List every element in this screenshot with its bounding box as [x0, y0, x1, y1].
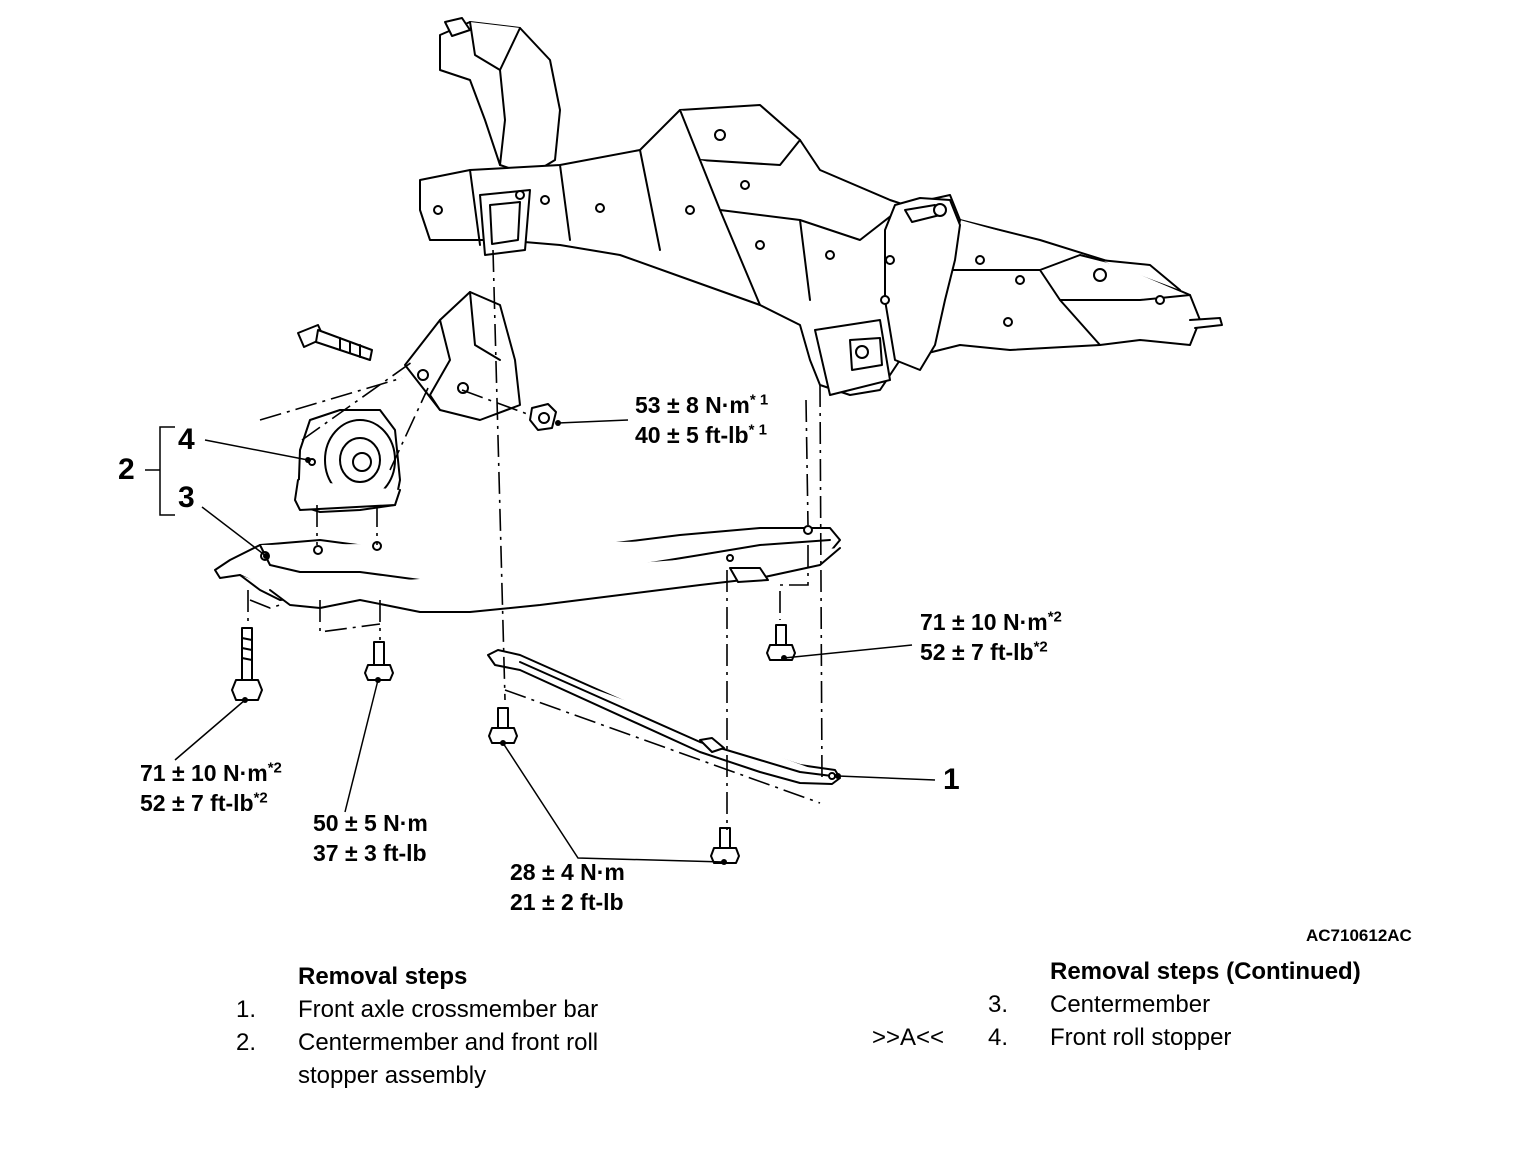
removal-steps-heading: Removal steps: [298, 963, 468, 990]
figure-code: AC710612AC: [1306, 926, 1412, 945]
roll-stopper-nut: [529, 403, 557, 431]
removal-steps-continued-heading: Removal steps (Continued): [1050, 958, 1361, 985]
torque-centermember-right: 71 ± 10 N·m*2 52 ± 7 ft-lb*2: [920, 608, 1062, 665]
leader-lines: [145, 419, 936, 863]
front-axle-crossmember-bar: [487, 649, 841, 785]
torque-roll-stopper-nut: 53 ± 8 N·m* 1 40 ± 5 ft-lb* 1: [635, 391, 769, 448]
step-item: >>A<< 4. Front roll stopper: [870, 1021, 1470, 1054]
step-item: 2. Centermember and front roll: [236, 1029, 599, 1056]
service-point-mark: >>A<<: [872, 1024, 945, 1051]
front-roll-stopper: [294, 409, 401, 513]
removal-steps-continued: Removal steps (Continued) 3. Centermembe…: [870, 955, 1470, 1054]
callout-1: 1: [943, 763, 960, 796]
step-item: 1. Front axle crossmember bar: [236, 996, 599, 1023]
roll-stopper-bracket: [404, 291, 521, 421]
bolt-roll-stopper-lower: [364, 641, 394, 681]
centermember: [214, 525, 841, 613]
roll-stopper-through-bolt: [297, 324, 373, 361]
callout-3: 3: [178, 481, 195, 514]
callout-2: 2: [118, 453, 135, 486]
front-subframe: [419, 17, 1223, 396]
step-item: stopper assembly: [298, 1062, 487, 1089]
bolt-crossmember-bar-left: [488, 707, 518, 744]
callout-4: 4: [178, 423, 195, 456]
torque-roll-stopper-bolt: 50 ± 5 N·m 37 ± 3 ft-lb: [313, 810, 428, 866]
removal-steps: Removal steps 1. Front axle crossmember …: [234, 960, 704, 1092]
bolt-centermember-left-long: [231, 627, 263, 701]
torque-centermember-left: 71 ± 10 N·m*2 52 ± 7 ft-lb*2: [140, 759, 282, 816]
step-item: 3. Centermember: [988, 991, 1211, 1018]
bolt-crossmember-bar-right: [710, 827, 740, 864]
torque-crossmember-bar: 28 ± 4 N·m 21 ± 2 ft-lb: [510, 859, 625, 915]
bolt-centermember-right: [766, 624, 796, 661]
